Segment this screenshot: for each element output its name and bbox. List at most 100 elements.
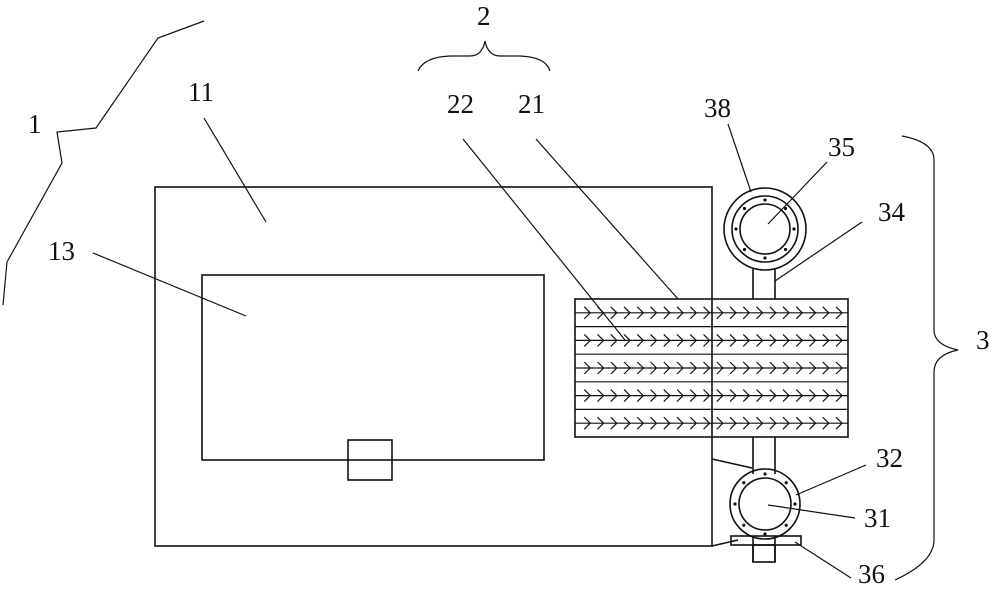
radiator-fins bbox=[575, 306, 848, 430]
ring-bolt bbox=[792, 227, 796, 231]
main-housing bbox=[154, 186, 713, 547]
fin-chevron bbox=[676, 333, 684, 347]
fin-chevron bbox=[795, 333, 804, 347]
lower-ring-outer bbox=[729, 468, 801, 540]
fin-chevron bbox=[729, 361, 737, 375]
fin-chevron bbox=[716, 361, 724, 375]
ring-bolt bbox=[763, 256, 767, 260]
fin-chevron bbox=[597, 333, 605, 347]
ring-bolt bbox=[742, 523, 746, 527]
fin-chevron bbox=[663, 333, 671, 347]
label-32: 32 bbox=[876, 443, 903, 473]
brace-3 bbox=[894, 135, 959, 581]
fin-chevron bbox=[650, 389, 658, 403]
leader-32 bbox=[795, 464, 867, 496]
label-13: 13 bbox=[48, 236, 75, 266]
fin-chevron bbox=[742, 333, 751, 347]
fin-chevron bbox=[676, 306, 684, 320]
fin-chevron bbox=[663, 416, 671, 430]
ring-bolt bbox=[783, 206, 788, 211]
fin-chevron bbox=[809, 333, 817, 347]
ring-bolt bbox=[734, 227, 738, 231]
fin-chevron bbox=[795, 306, 804, 320]
fin-chevron bbox=[610, 416, 618, 430]
fin-chevron bbox=[703, 361, 711, 375]
fin-chevron bbox=[650, 333, 658, 347]
leader-36 bbox=[794, 541, 852, 579]
fin-chevron bbox=[663, 306, 671, 320]
fin-chevron bbox=[636, 416, 645, 430]
fin-chevron bbox=[782, 361, 790, 375]
label-36: 36 bbox=[858, 559, 885, 589]
fin-chevron bbox=[583, 333, 592, 347]
fin-chevron bbox=[822, 361, 830, 375]
fin-chevron bbox=[756, 389, 764, 403]
ring-bolt bbox=[793, 502, 797, 506]
fin-chevron bbox=[623, 416, 631, 430]
label-22: 22 bbox=[447, 89, 474, 119]
fin-chevron bbox=[703, 389, 711, 403]
fin-chevron bbox=[742, 306, 751, 320]
fin-chevron bbox=[795, 416, 804, 430]
ring-bolt bbox=[742, 247, 747, 252]
fin-chevron bbox=[663, 361, 671, 375]
fin-chevron bbox=[835, 389, 843, 403]
fin-chevron bbox=[650, 416, 658, 430]
fin-chevron bbox=[822, 389, 830, 403]
fin-chevron bbox=[716, 416, 724, 430]
fin-chevron bbox=[689, 416, 698, 430]
ring-bolt bbox=[733, 502, 737, 506]
fin-chevron bbox=[597, 416, 605, 430]
fin-chevron bbox=[769, 416, 777, 430]
fin-chevron bbox=[703, 333, 711, 347]
fin-chevron bbox=[809, 361, 817, 375]
fin-chevron bbox=[703, 306, 711, 320]
fin-chevron bbox=[729, 333, 737, 347]
fin-chevron bbox=[782, 416, 790, 430]
fin-chevron bbox=[782, 306, 790, 320]
fin-chevron bbox=[636, 361, 645, 375]
valve-base bbox=[730, 535, 802, 546]
label-3: 3 bbox=[976, 325, 990, 355]
fin-chevron bbox=[583, 306, 592, 320]
fin-chevron bbox=[610, 389, 618, 403]
leader-11 bbox=[203, 117, 267, 223]
fin-chevron bbox=[689, 306, 698, 320]
fin-chevron bbox=[756, 361, 764, 375]
fin-chevron bbox=[809, 306, 817, 320]
fin-chevron bbox=[689, 361, 698, 375]
ring-bolt bbox=[742, 206, 747, 211]
inner-panel bbox=[201, 274, 545, 461]
ring-bolt bbox=[784, 523, 788, 527]
fin-chevron bbox=[716, 389, 724, 403]
leader-22 bbox=[462, 138, 626, 341]
upper-ring-inner bbox=[739, 203, 791, 255]
housing-connector-bottom bbox=[711, 539, 739, 547]
label-11: 11 bbox=[188, 77, 214, 107]
fin-chevron bbox=[782, 389, 790, 403]
fin-chevron bbox=[676, 416, 684, 430]
leader-34 bbox=[774, 221, 863, 282]
valve-body bbox=[752, 544, 776, 563]
housing-connector-top bbox=[711, 458, 753, 469]
fin-chevron bbox=[729, 306, 737, 320]
fin-chevron bbox=[835, 333, 843, 347]
ring-bolt bbox=[763, 472, 767, 476]
fin-chevron bbox=[597, 389, 605, 403]
ring-bolt bbox=[763, 532, 767, 536]
fin-chevron bbox=[729, 416, 737, 430]
label-31: 31 bbox=[864, 503, 891, 533]
fin-chevron bbox=[756, 333, 764, 347]
lower-ring-bolts bbox=[733, 472, 797, 536]
fin-chevron bbox=[835, 306, 843, 320]
fin-chevron bbox=[676, 361, 684, 375]
fin-chevron bbox=[597, 361, 605, 375]
fin-chevron bbox=[610, 333, 618, 347]
fin-chevron bbox=[742, 361, 751, 375]
fin-chevron bbox=[623, 389, 631, 403]
upper-ring-bolts bbox=[734, 198, 796, 260]
fin-chevron bbox=[663, 389, 671, 403]
fin-chevron bbox=[742, 416, 751, 430]
fin-chevron bbox=[822, 416, 830, 430]
ring-bolt bbox=[742, 481, 746, 485]
